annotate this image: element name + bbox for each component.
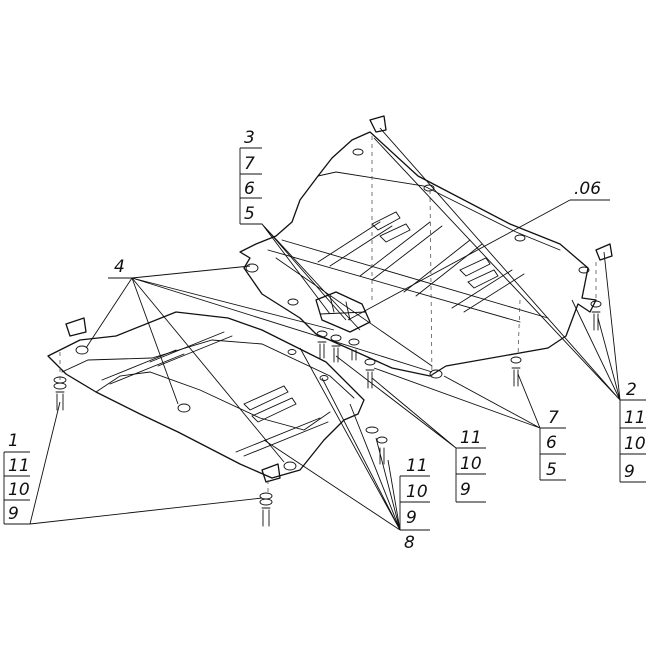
label-9: 9 — [624, 462, 635, 482]
callout-right-stack: 2 11 10 9 — [373, 127, 646, 483]
bolt-left — [53, 376, 67, 411]
callout-top-stack: 3 7 6 5 — [239, 128, 361, 331]
label-7: 7 — [548, 408, 559, 428]
fasteners — [53, 300, 602, 527]
label-11: 11 — [406, 456, 428, 476]
label-11: 11 — [8, 456, 30, 476]
label-9: 9 — [8, 504, 19, 524]
label-10: 10 — [8, 480, 30, 500]
bolt-lower — [365, 426, 388, 465]
label-06: .06 — [574, 179, 601, 199]
bolt-center-1 — [316, 330, 328, 359]
bolt-mid — [364, 358, 376, 389]
callout-4: 4 — [85, 257, 433, 463]
bolt-bottom — [259, 492, 273, 527]
bolt-right-mid — [510, 356, 522, 387]
label-7: 7 — [244, 154, 255, 174]
callout-left-stack: 1 11 10 9 — [3, 401, 263, 525]
bolt-center-3 — [348, 338, 360, 361]
rear-skid-plate — [239, 115, 613, 379]
front-skid-plate — [47, 311, 365, 483]
label-6: 6 — [244, 179, 255, 199]
callout-06: .06 — [347, 179, 610, 321]
label-11: 11 — [460, 428, 482, 448]
callout-mid-stack-11109: 11 10 9 — [335, 355, 486, 503]
label-10: 10 — [460, 454, 482, 474]
label-9: 9 — [460, 480, 471, 500]
reference-lines — [59, 136, 597, 496]
label-9: 9 — [406, 508, 417, 528]
label-3: 3 — [244, 128, 255, 148]
label-5: 5 — [546, 460, 557, 480]
label-10: 10 — [406, 482, 428, 502]
label-6: 6 — [546, 433, 557, 453]
label-10: 10 — [624, 434, 646, 454]
label-4: 4 — [114, 257, 125, 277]
label-5: 5 — [244, 204, 255, 224]
label-8: 8 — [404, 533, 415, 553]
callout-mid-stack-765: 7 6 5 — [373, 367, 566, 481]
callout-lower-stack: 11 10 9 8 — [263, 347, 430, 553]
label-11: 11 — [624, 408, 646, 428]
label-2: 2 — [626, 380, 637, 400]
label-1: 1 — [8, 431, 19, 451]
bolt-right — [590, 300, 602, 331]
bolt-center-2 — [330, 334, 342, 363]
